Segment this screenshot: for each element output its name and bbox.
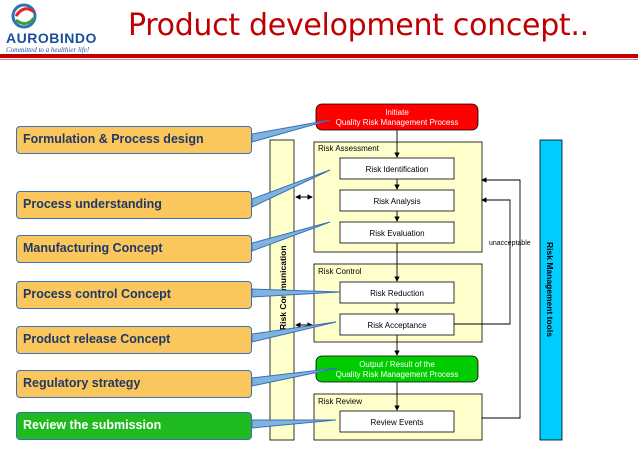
page-title: Product development concept..	[128, 8, 589, 43]
callout-process-control-concept: Process control Concept	[16, 281, 252, 309]
communication-links	[295, 194, 313, 328]
callout-manufacturing-concept: Manufacturing Concept	[16, 235, 252, 263]
review-events-label: Review Events	[371, 418, 424, 427]
callout-formulation-process-design: Formulation & Process design	[16, 126, 252, 154]
callout-process-understanding: Process understanding	[16, 191, 252, 219]
callout-pointers	[251, 119, 341, 429]
risk-communication-label: Risk Communication	[278, 245, 288, 330]
callout-product-release-concept: Product release Concept	[16, 326, 252, 354]
callout-regulatory-strategy: Regulatory strategy	[16, 370, 252, 398]
output-line2: Quality Risk Management Process	[336, 370, 459, 379]
unacceptable-label: unacceptable	[489, 240, 531, 247]
risk-control-label: Risk Control	[318, 267, 362, 276]
risk-analysis-label: Risk Analysis	[373, 197, 420, 206]
review-events-box	[339, 410, 455, 433]
risk-reduction-label: Risk Reduction	[370, 289, 424, 298]
risk-assessment-label: Risk Assessment	[318, 144, 380, 153]
risk-management-tools-bar	[539, 139, 563, 441]
logo-name: AUROBINDO	[6, 30, 97, 46]
logo-swirl-icon	[11, 3, 37, 29]
risk-review-label: Risk Review	[318, 397, 362, 406]
output-line1: Output / Result of the	[359, 360, 435, 369]
risk-identification-label: Risk Identification	[366, 165, 429, 174]
flow-arrows	[394, 130, 521, 419]
risk-evaluation-label: Risk Evaluation	[369, 229, 424, 238]
title-divider	[0, 54, 638, 58]
initiate-line2: Quality Risk Management Process	[336, 118, 459, 127]
risk-management-tools-label: Risk Management tools	[545, 242, 555, 337]
logo-tagline: Committed to a healthier life!	[6, 46, 90, 54]
initiate-line1: Initiate	[385, 108, 409, 117]
title-divider-thin	[0, 59, 638, 60]
company-logo	[4, 2, 124, 42]
callout-review-submission: Review the submission	[16, 412, 252, 440]
risk-acceptance-label: Risk Acceptance	[367, 321, 427, 330]
